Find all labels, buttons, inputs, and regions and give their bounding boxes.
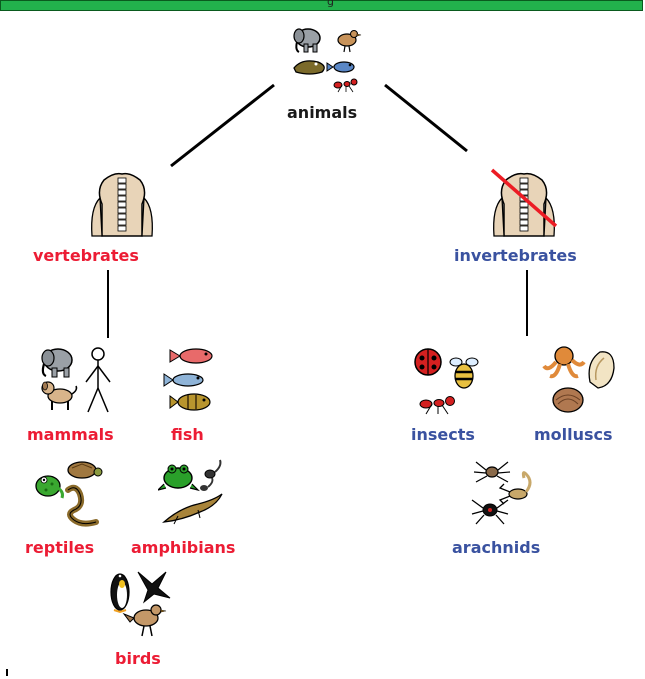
label-birds: birds bbox=[115, 649, 161, 668]
arachnids-icon bbox=[470, 458, 536, 532]
label-invertebrates: invertebrates bbox=[454, 246, 577, 265]
label-animals: animals bbox=[287, 103, 358, 122]
edge-marker bbox=[6, 669, 8, 676]
label-arachnids: arachnids bbox=[452, 538, 541, 557]
title-bar: g bbox=[0, 0, 643, 11]
reptiles-icon bbox=[32, 458, 108, 534]
label-mammals: mammals bbox=[27, 425, 114, 444]
mammals-icon bbox=[38, 344, 116, 420]
insects-icon bbox=[412, 346, 488, 420]
label-reptiles: reptiles bbox=[25, 538, 95, 557]
animals-icon bbox=[292, 24, 364, 98]
vertebrates-icon bbox=[88, 168, 156, 242]
title-text-partial: g bbox=[327, 0, 334, 8]
molluscs-icon bbox=[540, 342, 618, 420]
label-molluscs: molluscs bbox=[534, 425, 613, 444]
label-vertebrates: vertebrates bbox=[33, 246, 139, 265]
label-insects: insects bbox=[411, 425, 475, 444]
connector-root-vertebrates bbox=[170, 83, 275, 168]
fish-icon bbox=[158, 344, 228, 420]
label-fish: fish bbox=[171, 425, 204, 444]
label-amphibians: amphibians bbox=[131, 538, 236, 557]
birds-icon bbox=[108, 568, 178, 644]
connector-root-invertebrates bbox=[384, 83, 468, 153]
invertebrates-icon bbox=[490, 168, 560, 242]
amphibians-icon bbox=[156, 458, 228, 532]
